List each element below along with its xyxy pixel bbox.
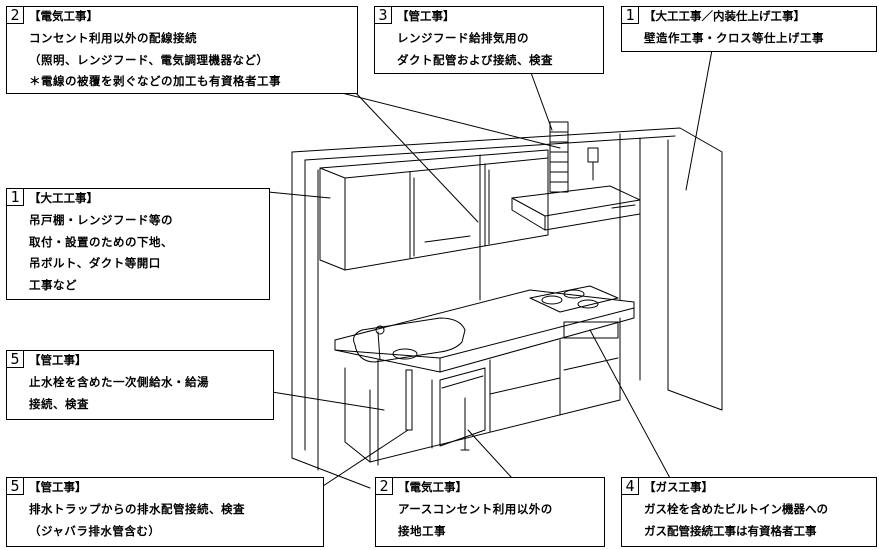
cooktop <box>529 285 619 313</box>
callout-line: 接地工事 <box>398 523 446 538</box>
base-cabinets <box>344 317 621 463</box>
callout-line: コンセント利用以外の配線接続 <box>29 31 197 45</box>
leader-lines <box>267 49 713 489</box>
callout-line: 吊ボルト、ダクト等開口 <box>29 256 161 270</box>
callout-category: 【大工工事／内装仕上げ工事】 <box>644 9 805 23</box>
callout-number: 2 <box>376 478 393 495</box>
wall-cabinets <box>319 149 549 271</box>
wall-outlet <box>587 147 599 163</box>
callout-number: 1 <box>7 189 24 206</box>
callout-gas: 4 【ガス工事】 ガス栓を含めたビルトイン機器への ガス配管接続工事は有資格者工… <box>621 477 877 547</box>
callout-category: 【管工事】 <box>29 480 87 494</box>
callout-line: レンジフード給排気用の <box>397 31 529 45</box>
sink <box>353 317 466 363</box>
callout-category: 【電気工事】 <box>29 9 98 23</box>
plumbing <box>377 359 470 466</box>
callout-line: ガス栓を含めたビルトイン機器への <box>644 502 828 516</box>
callout-line: アースコンセント利用以外の <box>398 502 553 516</box>
callout-number: 4 <box>622 478 639 495</box>
right-wall <box>639 137 723 411</box>
callout-line: 吊戸棚・レンジフード等の <box>29 213 173 227</box>
callout-line: 工事など <box>29 277 77 292</box>
callout-electrical-bottom: 2 【電気工事】 アースコンセント利用以外の 接地工事 <box>375 477 605 547</box>
callout-number: 1 <box>622 7 639 24</box>
callout-line: （ジャバラ排水管含む） <box>29 523 161 538</box>
callout-line: ガス配管接続工事は有資格者工事 <box>644 523 817 538</box>
callout-pipe-water: 5 【管工事】 止水栓を含めた一次側給水・給湯 接続、検査 <box>6 350 274 420</box>
callout-line: 止水栓を含めた一次側給水・給湯 <box>29 375 209 389</box>
callout-line: ダクト配管および接続、検査 <box>397 52 553 67</box>
callout-pipe-top: 3 【管工事】 レンジフード給排気用の ダクト配管および接続、検査 <box>374 6 604 74</box>
callout-category: 【管工事】 <box>29 353 87 367</box>
callout-line: （照明、レンジフード、電気調理機器など） <box>29 52 269 67</box>
callout-line: 壁造作工事・クロス等仕上げ工事 <box>644 31 824 45</box>
callout-category: 【電気工事】 <box>398 480 467 494</box>
callout-electrical-top: 2 【電気工事】 コンセント利用以外の配線接続 （照明、レンジフード、電気調理機… <box>6 6 358 94</box>
callout-carpentry-top: 1 【大工工事／内装仕上げ工事】 壁造作工事・クロス等仕上げ工事 <box>621 6 877 52</box>
callout-category: 【大工工事】 <box>29 191 98 205</box>
callout-carpentry-left: 1 【大工工事】 吊戸棚・レンジフード等の 取付・設置のための下地、 吊ボルト、… <box>6 188 270 300</box>
callout-line: ＊電線の被覆を剥ぐなどの加工も有資格者工事 <box>29 74 281 88</box>
callout-number: 5 <box>7 478 24 495</box>
callout-pipe-drain: 5 【管工事】 排水トラップからの排水配管接続、検査 （ジャバラ排水管含む） <box>6 477 324 547</box>
range-hood <box>511 185 641 231</box>
back-wall <box>291 127 723 489</box>
callout-number: 5 <box>7 351 24 368</box>
callout-number: 2 <box>7 7 24 24</box>
callout-line: 接続、検査 <box>29 396 89 411</box>
callout-category: 【ガス工事】 <box>644 480 713 494</box>
exhaust-duct <box>549 121 569 193</box>
callout-line: 排水トラップからの排水配管接続、検査 <box>29 502 245 516</box>
callout-line: 取付・設置のための下地、 <box>29 234 173 249</box>
countertop <box>334 289 635 373</box>
callout-number: 3 <box>375 7 392 24</box>
callout-category: 【管工事】 <box>397 9 455 23</box>
